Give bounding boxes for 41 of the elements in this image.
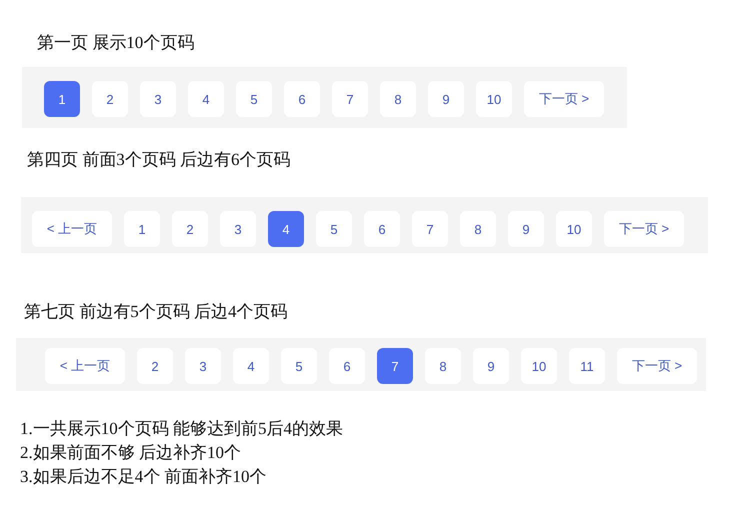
page-button: 8	[380, 81, 416, 117]
note-text: 1.一共展示10个页码 能够达到前5后4的效果	[20, 418, 343, 440]
previous-page-button: < 上一页	[45, 348, 125, 384]
section-heading: 第一页 展示10个页码	[37, 33, 194, 53]
page-button: 10	[556, 211, 592, 247]
current-page-button: 4	[268, 211, 304, 247]
next-page-button: 下一页 >	[604, 211, 684, 247]
note-text: 2.如果前面不够 后边补齐10个	[20, 442, 241, 464]
page-button: 6	[329, 348, 365, 384]
section-heading: 第四页 前面3个页码 后边有6个页码	[27, 150, 290, 170]
page-button: 9	[428, 81, 464, 117]
page-button: 4	[233, 348, 269, 384]
page-button: 8	[425, 348, 461, 384]
page-button: 3	[140, 81, 176, 117]
page-button: 2	[172, 211, 208, 247]
page-button: 5	[316, 211, 352, 247]
page-button: 11	[569, 348, 605, 384]
next-page-button: 下一页 >	[617, 348, 697, 384]
page-button: 10	[476, 81, 512, 117]
note-text: 3.如果后边不足4个 前面补齐10个	[20, 466, 266, 488]
page-button: 5	[236, 81, 272, 117]
page-button: 5	[281, 348, 317, 384]
page-button: 6	[364, 211, 400, 247]
page-button: 1	[124, 211, 160, 247]
page-button: 3	[220, 211, 256, 247]
page-button: 10	[521, 348, 557, 384]
page-button: 7	[332, 81, 368, 117]
page-button: 2	[92, 81, 128, 117]
page-button: 2	[137, 348, 173, 384]
previous-page-button: < 上一页	[32, 211, 112, 247]
page-button: 3	[185, 348, 221, 384]
page-button: 6	[284, 81, 320, 117]
page-button: 8	[460, 211, 496, 247]
section-heading: 第七页 前边有5个页码 后边4个页码	[24, 302, 288, 322]
page-button: 9	[473, 348, 509, 384]
page-button: 7	[412, 211, 448, 247]
page-button: 4	[188, 81, 224, 117]
current-page-button: 1	[44, 81, 80, 117]
next-page-button: 下一页 >	[524, 81, 604, 117]
page-button: 9	[508, 211, 544, 247]
current-page-button: 7	[377, 348, 413, 384]
